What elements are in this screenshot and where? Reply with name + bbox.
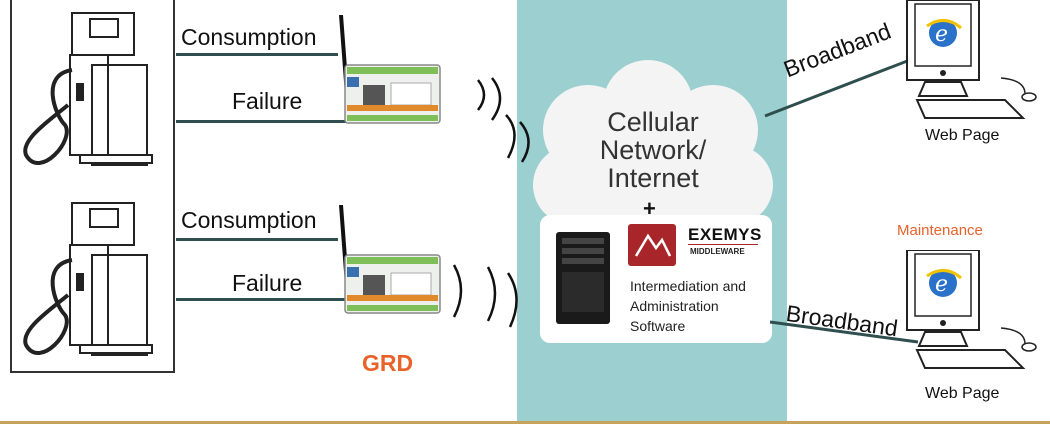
consumption-wire [176,238,338,241]
network-line-3: Internet [607,163,699,193]
consumption-wire [176,53,338,56]
fuel-pump-icon [23,12,153,166]
grd-device-icon [339,205,441,314]
web-page-label: Web Page [925,385,1000,402]
computer-icon: e [906,250,1037,369]
exemys-logo-icon [628,224,676,266]
failure-label: Failure [232,270,303,296]
wireless-signal-icon [452,264,518,328]
brand-divider [688,244,758,245]
computer-icon: e [906,0,1037,119]
fuel-pump-icon [23,202,153,356]
web-page-label: Web Page [925,127,1000,144]
bottom-divider [0,421,1050,424]
consumption-label: Consumption [181,207,317,233]
failure-label: Failure [232,88,303,114]
svg-text:e: e [935,272,948,297]
failure-wire [176,120,346,123]
wireless-signal-icon [476,77,530,163]
consumption-label: Consumption [181,24,317,50]
software-line-3: Software [630,318,686,334]
network-line-2: Network/ [599,135,707,165]
cloud-icon [533,60,773,235]
exemys-brand-sub: MIDDLEWARE [690,247,745,256]
svg-text:e: e [935,22,948,47]
maintenance-label: Maintenance [897,222,983,239]
software-line-2: Administration [630,298,719,314]
server-icon [556,232,610,324]
grd-label: GRD [362,350,414,376]
software-description: Intermediation and Administration Softwa… [630,276,746,336]
failure-wire [176,298,346,301]
exemys-brand: EXEMYS [688,225,762,244]
network-line-1: Cellular [607,107,699,137]
grd-device-icon [339,15,441,124]
plus-sign: + [643,196,656,221]
network-title: Cellular Network/ Internet [553,108,753,192]
software-line-1: Intermediation and [630,278,746,294]
